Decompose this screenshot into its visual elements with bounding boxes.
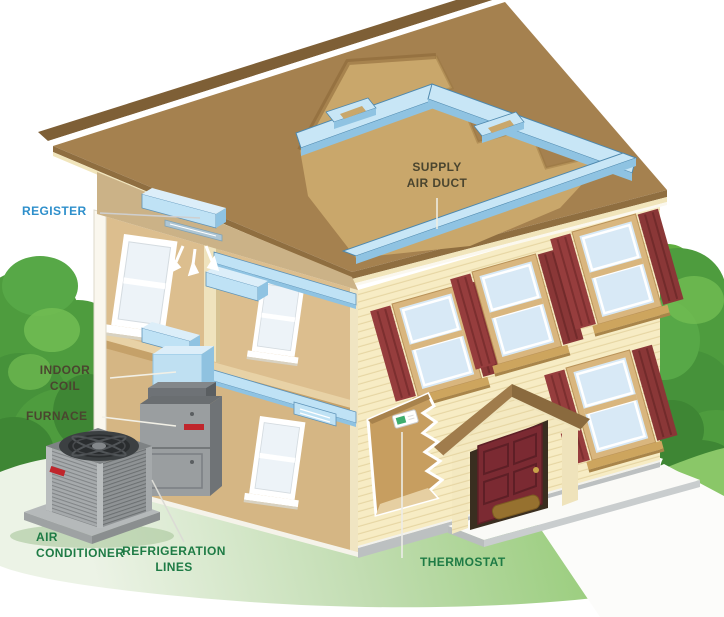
ac-right-louvers bbox=[100, 446, 152, 528]
furnace-leader-line bbox=[101, 416, 177, 427]
furnace-brand-label bbox=[184, 424, 204, 430]
furnace-unit bbox=[140, 396, 222, 496]
register-label-text: REGISTER bbox=[22, 204, 87, 218]
eave-fascia-front bbox=[352, 197, 667, 284]
air-conditioner-label-line2: CONDITIONER bbox=[36, 545, 125, 560]
thermostat-device bbox=[391, 409, 419, 429]
air-conditioner-label-line1: AIR bbox=[36, 530, 58, 544]
register-label: REGISTER bbox=[22, 204, 87, 220]
ceiling-register bbox=[164, 219, 223, 242]
attic-register-1 bbox=[325, 97, 377, 129]
porch-pediment-siding bbox=[444, 396, 580, 456]
leader-lines bbox=[99, 198, 438, 558]
front-face bbox=[357, 202, 689, 558]
door-mat bbox=[491, 494, 541, 520]
ac-corner-left bbox=[46, 446, 52, 512]
indoor-coil-leader-line bbox=[109, 371, 177, 379]
door-knob bbox=[533, 467, 539, 473]
second-floor-duct-register bbox=[205, 266, 268, 302]
air-conditioner-label: AIR CONDITIONER bbox=[36, 530, 124, 561]
porch-slab bbox=[448, 466, 700, 540]
ac-corner-right bbox=[146, 446, 152, 512]
indoor-coil-label-line1: INDOOR bbox=[39, 363, 91, 377]
supply-air-duct-label: SUPPLY AIR DUCT bbox=[386, 160, 488, 191]
porch-slab-edge-front bbox=[484, 480, 700, 547]
porch-post-right bbox=[562, 424, 578, 506]
ac-brand-label bbox=[49, 465, 66, 477]
thermostat-label-text: THERMOSTAT bbox=[420, 555, 506, 569]
indoor-coil-label: INDOOR COIL bbox=[22, 363, 108, 394]
second-floor-duct bbox=[205, 251, 357, 309]
roof-hole-shadow bbox=[297, 53, 437, 152]
ac-left-louvers bbox=[46, 446, 100, 528]
ac-unit bbox=[24, 428, 160, 544]
register-leader-line bbox=[99, 212, 201, 219]
roof-ridge-highlight bbox=[48, 0, 506, 146]
refrigeration-lines-label: REFRIGERATION LINES bbox=[116, 544, 232, 575]
ac-corner-center bbox=[97, 463, 103, 528]
baseboard bbox=[104, 484, 358, 557]
refrigeration-leader-line bbox=[151, 479, 185, 543]
first-floor-duct bbox=[199, 365, 357, 427]
attic-edge-duct bbox=[141, 188, 226, 229]
porch bbox=[434, 384, 700, 547]
ac-fan bbox=[59, 431, 139, 461]
supply-air-duct-label-line2: AIR DUCT bbox=[406, 175, 468, 190]
attic-register-2 bbox=[473, 111, 525, 143]
refrigeration-lines-label-line1: REFRIGERATION bbox=[122, 544, 226, 558]
refrigeration-lines-label-line2: LINES bbox=[155, 559, 193, 574]
house bbox=[38, 0, 700, 558]
furnace-label-text: FURNACE bbox=[26, 409, 88, 423]
thermostat-label: THERMOSTAT bbox=[420, 555, 506, 571]
furnace-label: FURNACE bbox=[26, 409, 87, 425]
thermostat-cutaway bbox=[366, 392, 445, 517]
attic-cutaway bbox=[295, 53, 638, 264]
supply-air-duct-loop bbox=[295, 83, 638, 264]
front-soffit bbox=[352, 202, 667, 287]
indoor-coil-label-line2: COIL bbox=[49, 378, 81, 393]
first-floor-duct-register bbox=[293, 401, 337, 427]
airflow-arrows bbox=[168, 245, 220, 277]
front-eave-shadow bbox=[352, 190, 667, 279]
porch-roof bbox=[434, 384, 590, 457]
back-roof-edge bbox=[38, 0, 493, 141]
supply-air-duct-label-line1: SUPPLY bbox=[412, 160, 462, 174]
porch-post-left-siding bbox=[452, 440, 468, 534]
